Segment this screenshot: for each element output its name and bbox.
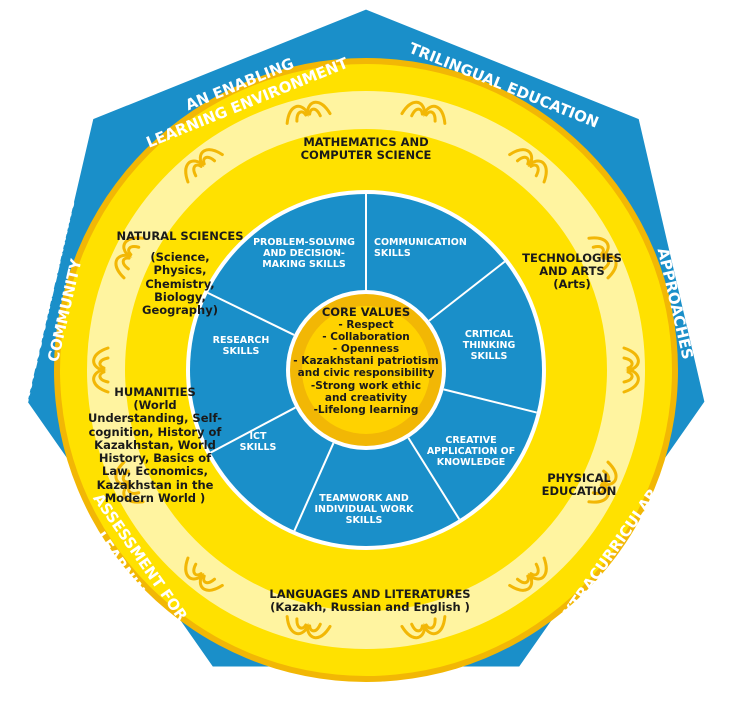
core-values: CORE VALUES - Respect - Collaboration - …	[290, 305, 442, 416]
subject-humanities-title: HUMANITIES	[114, 385, 196, 399]
ornament-motif	[114, 236, 145, 280]
ornament-motif	[400, 100, 447, 125]
subject-natural-sciences-detail: (Science, Physics, Chemistry, Biology, G…	[142, 250, 218, 318]
ornament-motifs	[92, 100, 640, 640]
ornament-motif	[285, 615, 332, 640]
skills-divider-line	[207, 291, 295, 336]
subject-technologies-title: TECHNOLOGIES AND ARTS	[522, 251, 622, 279]
core-values-title: CORE VALUES	[321, 305, 411, 319]
skill-research: RESEARCH SKILLS	[212, 335, 270, 357]
subject-humanities-detail: (World Understanding, Self-cognition, Hi…	[87, 398, 223, 505]
ornament-motif	[587, 460, 618, 504]
ornament-motif	[508, 556, 548, 592]
ornament-motif	[184, 148, 224, 184]
subject-languages-title: LANGUAGES AND LITERATURES	[269, 587, 471, 601]
core-value-item: -Lifelong learning	[313, 403, 419, 416]
ornament-motif	[508, 148, 548, 184]
skill-problem-solving: PROBLEM-SOLVING AND DECISION-MAKING SKIL…	[253, 237, 355, 270]
core-value-item: - Openness	[332, 343, 400, 356]
skill-teamwork: TEAMWORK AND INDIVIDUAL WORK SKILLS	[314, 493, 414, 526]
svg-text:LEADERSHIP IN EDUCATION: LEADERSHIP IN EDUCATION	[252, 680, 484, 698]
core-value-item: and civic responsibility	[297, 367, 435, 380]
ornament-motif	[285, 100, 332, 125]
ornament-motif	[184, 556, 224, 592]
ornament-motif	[400, 615, 447, 640]
skill-critical-thinking: CRITICAL THINKING SKILLS	[462, 329, 516, 362]
core-value-item: -Strong work ethic	[310, 379, 422, 392]
subject-humanities: HUMANITIES (World Understanding, Self-co…	[86, 385, 224, 505]
subject-languages-detail: (Kazakh, Russian and English )	[270, 600, 470, 615]
ornament-motif	[92, 346, 110, 394]
subject-physical-education: PHYSICAL EDUCATION	[541, 471, 617, 499]
core-value-item: and creativity	[324, 391, 408, 404]
skills-divider-line	[407, 437, 461, 520]
ornament-motif	[114, 460, 145, 504]
outer-label-bottom: LEADERSHIP IN EDUCATION	[252, 680, 484, 698]
skills-dividers	[207, 194, 538, 532]
subject-technologies-arts: TECHNOLOGIES AND ARTS (Arts)	[520, 251, 624, 292]
subject-languages: LANGUAGES AND LITERATURES (Kazakh, Russi…	[250, 587, 490, 615]
subject-natural-sciences: NATURAL SCIENCES (Science, Physics, Chem…	[112, 229, 248, 318]
skill-ict: ICT SKILLS	[239, 431, 277, 453]
core-circle-glow	[302, 306, 430, 434]
skills-divider-line	[293, 442, 335, 532]
core-value-item: - Respect	[338, 319, 394, 332]
subject-mathematics: MATHEMATICS AND COMPUTER SCIENCE	[300, 135, 432, 163]
skills-divider-line	[443, 388, 538, 414]
skill-creative-application: CREATIVE APPLICATION OF KNOWLEDGE	[426, 435, 516, 468]
subject-natural-sciences-title: NATURAL SCIENCES	[116, 229, 244, 243]
skills-divider-line	[428, 260, 506, 322]
ornament-motif	[587, 236, 618, 280]
subject-technologies-detail: (Arts)	[553, 277, 591, 292]
ornament-motif	[622, 346, 640, 394]
core-value-item: - Kazakhstani patriotism	[293, 355, 439, 368]
core-value-item: - Collaboration	[322, 331, 410, 344]
skill-communication: COMMUNICATION SKILLS	[374, 237, 467, 259]
skills-divider-line	[210, 406, 296, 454]
